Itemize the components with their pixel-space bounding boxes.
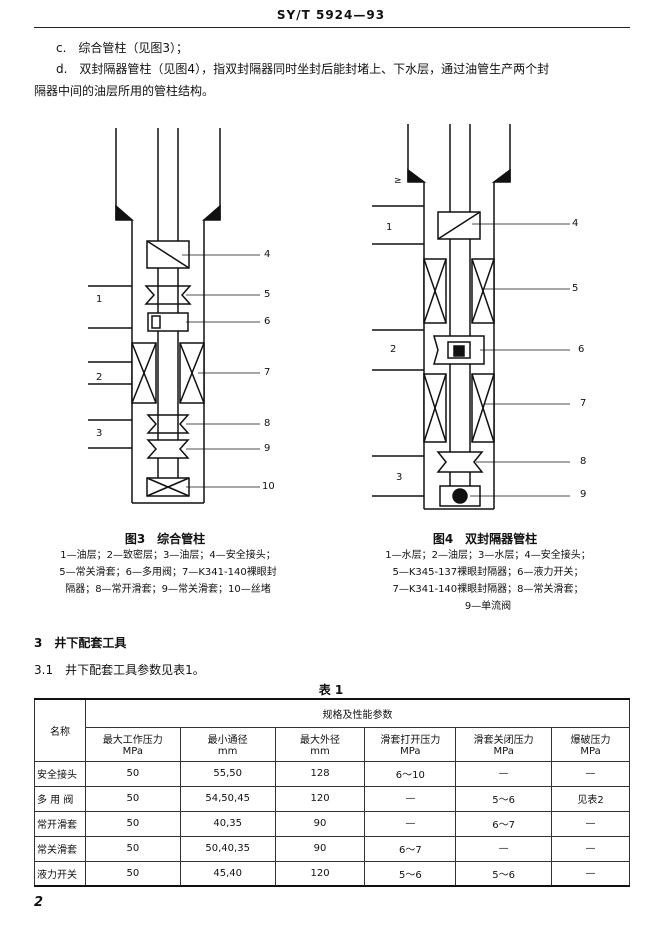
fig3-label-3: 3 — [96, 428, 103, 439]
table-cell: 50,40,35 — [179, 835, 276, 862]
table-cell: 50 — [84, 810, 181, 837]
table-cell: 50 — [84, 835, 181, 862]
fig4-legend-line: 5—K345-137裸眼封隔器；6—液力开关； — [392, 567, 584, 578]
table-row: 安全接头 50 55,50 128 6～10 — — — [34, 760, 630, 787]
table-row: 常开滑套 50 40,35 90 — 6～7 — — [34, 810, 630, 837]
table-cell: 5～6 — [364, 860, 457, 887]
table-caption: 表 1 — [318, 683, 344, 697]
subsection: 3.1 井下配套工具参数见表1。 — [34, 661, 205, 678]
fig3-label-1: 1 — [96, 294, 103, 305]
subsection-text: 井下配套工具参数见表1。 — [65, 663, 205, 677]
fig4-title: 图4 双封隔器管柱 — [432, 532, 538, 546]
table-cell: 50 — [84, 860, 181, 887]
section-title: 井下配套工具 — [54, 636, 127, 650]
table-cell: 6～7 — [364, 835, 457, 862]
table-cell: — — [455, 760, 553, 787]
fig4-label-8: 8 — [580, 456, 587, 467]
table-cell: 见表2 — [551, 785, 630, 812]
table-cell: 120 — [274, 785, 366, 812]
table-row: 常关滑套 50 50,40,35 90 6～7 — — — [34, 835, 630, 862]
header-rule — [34, 27, 630, 28]
table-cell: — — [551, 760, 630, 787]
table-cell: 液力开关 — [34, 860, 86, 887]
fig3-label-7: 7 — [264, 367, 271, 378]
section-heading: 3 井下配套工具 — [34, 634, 126, 651]
fig3-label-10: 10 — [262, 481, 275, 492]
fig4-label-9: 9 — [580, 489, 587, 500]
fig3-label-6: 6 — [264, 316, 271, 327]
table-cell: 54,50,45 — [179, 785, 276, 812]
fig4-legend-line: 9—单流阀 — [464, 601, 512, 612]
figure-4-drawing — [372, 124, 570, 510]
section-number: 3 — [34, 636, 43, 650]
fig4-label-5: 5 — [572, 283, 579, 294]
standard-code: SY/T 5924—93 — [276, 8, 386, 22]
table-cell: 安全接头 — [34, 760, 86, 787]
fig3-legend: 1—油层；2—致密层；3—油层；4—安全接头； 5—常关滑套；6—多用阀；7—K… — [40, 547, 296, 598]
table-cell: 5～6 — [455, 785, 553, 812]
table-cell: — — [551, 810, 630, 837]
table-cell: 多 用 阀 — [34, 785, 86, 812]
table-cell: 常关滑套 — [34, 835, 86, 862]
fig4-label-7: 7 — [580, 398, 587, 409]
fig3-label-9: 9 — [264, 443, 271, 454]
table-row: 多 用 阀 50 54,50,45 120 — 5～6 见表2 — [34, 785, 630, 812]
table-cell: 90 — [274, 810, 366, 837]
paragraph-c: c. 综合管柱（见图3）； — [56, 41, 189, 55]
table-cell: 5～6 — [455, 860, 553, 887]
fig4-label-1: 1 — [386, 222, 393, 233]
fig4-legend-line: 1—水层；2—油层；3—水层；4—安全接头； — [385, 550, 591, 561]
table-group-header: 规格及性能参数 — [84, 698, 631, 728]
fig3-label-8: 8 — [264, 418, 271, 429]
table-cell: 6～7 — [455, 810, 553, 837]
table-cell: 128 — [274, 760, 366, 787]
fig3-legend-line: 隔器；8—常开滑套；9—常关滑套；10—丝堵 — [65, 584, 271, 595]
table-cell: — — [551, 860, 630, 887]
table-cell: 50 — [84, 760, 181, 787]
table-cell: — — [364, 785, 457, 812]
table-cell: 120 — [274, 860, 366, 887]
fig3-label-2: 2 — [96, 372, 103, 383]
table-cell: 40,35 — [179, 810, 276, 837]
table-cell: — — [364, 810, 457, 837]
table-cell: 50 — [84, 785, 181, 812]
table-cell: 常开滑套 — [34, 810, 86, 837]
table-cell: 6～10 — [364, 760, 457, 787]
paragraph-d: d. 双封隔器管柱（见图4），指双封隔器同时坐封后能封堵上、下水层，通过油管生产… — [56, 62, 550, 76]
fig4-label-2: 2 — [390, 344, 397, 355]
fig3-legend-line: 1—油层；2—致密层；3—油层；4—安全接头； — [60, 550, 276, 561]
table-name-header: 名称 — [34, 698, 86, 762]
paragraph-d-cont: 隔器中间的油层所用的管柱结构。 — [34, 84, 215, 98]
subsection-number: 3.1 — [34, 663, 54, 677]
fig4-label-4: 4 — [572, 218, 579, 229]
fig3-label-4: 4 — [264, 249, 271, 260]
fig4-label-6: 6 — [578, 344, 585, 355]
table-cell: 45,40 — [179, 860, 276, 887]
table-row: 液力开关 50 45,40 120 5～6 5～6 — — [34, 860, 630, 887]
fig3-legend-line: 5—常关滑套；6—多用阀；7—K341-140裸眼封 — [59, 567, 277, 578]
fig4-label-3: 3 — [396, 472, 403, 483]
page-number: 2 — [34, 895, 44, 910]
figure-3-drawing — [88, 128, 260, 504]
fig3-title: 图3 综合管柱 — [124, 532, 206, 546]
fig4-top-mark: ≥ — [394, 176, 402, 186]
table-cell: — — [551, 835, 630, 862]
table-cell: 90 — [274, 835, 366, 862]
fig4-legend: 1—水层；2—油层；3—水层；4—安全接头； 5—K345-137裸眼封隔器；6… — [350, 547, 626, 615]
table-cell: — — [455, 835, 553, 862]
table-cell: 55,50 — [179, 760, 276, 787]
fig4-legend-line: 7—K341-140裸眼封隔器；8—常关滑套； — [392, 584, 584, 595]
fig3-label-5: 5 — [264, 289, 271, 300]
